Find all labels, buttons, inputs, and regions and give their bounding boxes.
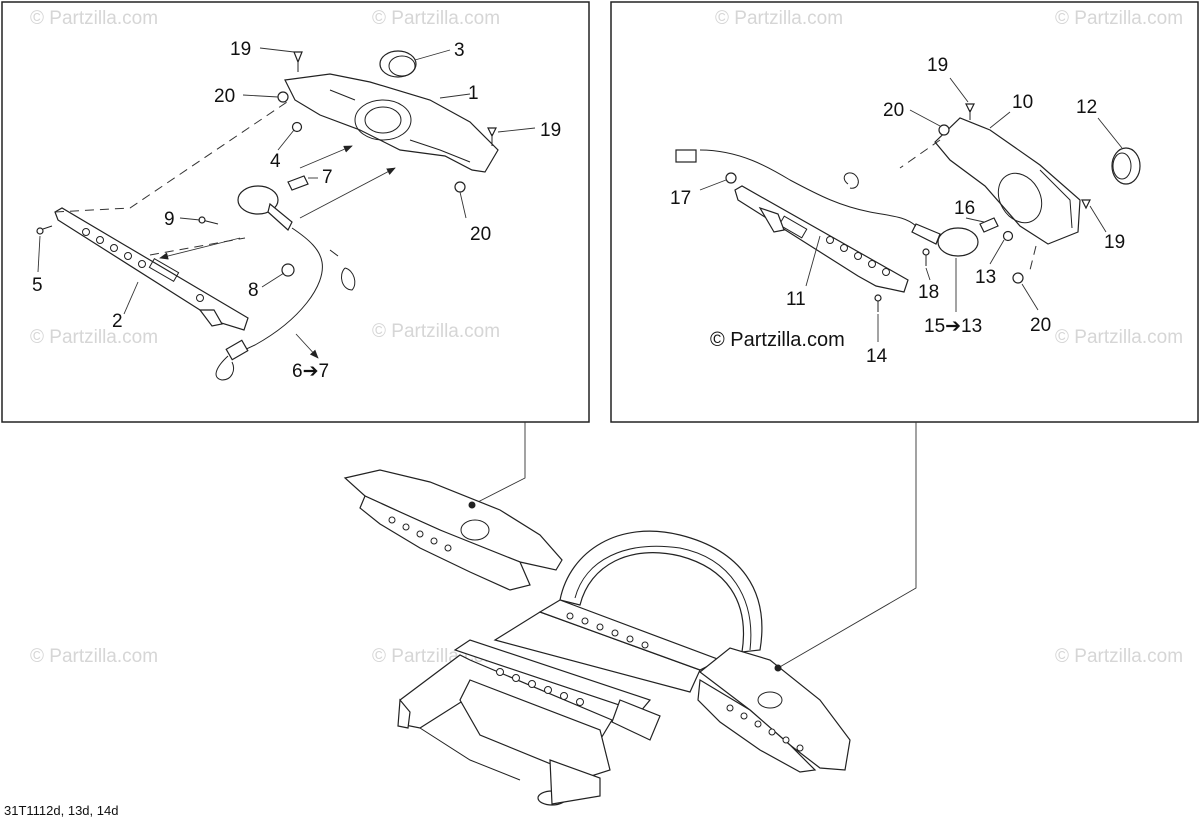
callout-7: 7 <box>322 167 333 188</box>
copyright-notice: © Partzilla.com <box>710 329 845 351</box>
callout-1: 1 <box>468 83 479 104</box>
assembly-arrow <box>295 333 319 359</box>
callout-9: 9 <box>164 209 175 230</box>
nut <box>1002 230 1014 242</box>
wire-harness <box>239 227 323 353</box>
callout-17: 17 <box>670 188 691 209</box>
watermark: © Partzilla.com <box>30 327 158 348</box>
assembly-arrow <box>299 145 353 169</box>
light-housing <box>934 117 1081 245</box>
watermark: © Partzilla.com <box>372 321 500 342</box>
callout-19: 19 <box>230 39 251 60</box>
callout-14: 14 <box>866 346 888 367</box>
nut <box>277 91 289 103</box>
left-leader-lines <box>37 47 536 315</box>
nut <box>938 124 950 136</box>
connector-plug <box>225 339 249 361</box>
callout-8: 8 <box>248 280 259 301</box>
light-housing <box>284 73 499 173</box>
callout-19: 19 <box>927 55 948 76</box>
callout-19: 19 <box>1104 232 1125 253</box>
nut <box>725 172 737 184</box>
callout-2: 2 <box>112 311 123 332</box>
watermark: © Partzilla.com <box>1055 327 1183 348</box>
callout-5: 5 <box>32 275 43 296</box>
watermark: © Partzilla.com <box>30 8 158 29</box>
watermarks: © Partzilla.com © Partzilla.com © Partzi… <box>30 8 1183 667</box>
watermark: © Partzilla.com <box>30 646 158 667</box>
left-detail-frame <box>1 1 590 423</box>
nut <box>1012 272 1024 284</box>
callout-3: 3 <box>454 40 465 61</box>
turn-signal-lens <box>937 227 979 257</box>
callout-6-to-7: 6➔7 <box>292 361 329 382</box>
connector-plug <box>675 149 697 163</box>
nut <box>291 121 303 133</box>
left-light-assembly <box>36 50 499 381</box>
callout-20: 20 <box>883 100 904 121</box>
callout-4: 4 <box>270 151 281 172</box>
callout-19: 19 <box>540 120 561 141</box>
callout-20: 20 <box>470 224 491 245</box>
screw <box>965 103 975 114</box>
lens-cap <box>1111 147 1141 185</box>
right-detail-frame <box>610 1 1199 423</box>
watermark: © Partzilla.com <box>1055 646 1183 667</box>
bulb <box>979 217 999 233</box>
lens-cap <box>379 50 417 78</box>
nut <box>281 263 295 277</box>
nut <box>454 181 466 193</box>
screw <box>1081 199 1091 210</box>
callout-10: 10 <box>1012 92 1033 113</box>
callout-16: 16 <box>954 198 975 219</box>
screw <box>293 51 303 64</box>
callout-11: 11 <box>786 289 806 310</box>
assembly-arrow <box>159 237 241 260</box>
rear-rack-frame <box>343 469 851 806</box>
turn-signal-lens <box>237 185 279 215</box>
left-connector-line <box>471 422 526 506</box>
callout-20: 20 <box>214 86 235 107</box>
mounting-bracket <box>734 185 909 293</box>
callout-20: 20 <box>1030 315 1051 336</box>
watermark: © Partzilla.com <box>1055 8 1183 29</box>
right-light-assembly <box>675 103 1141 312</box>
wire-harness <box>699 149 917 227</box>
bulb <box>287 175 309 191</box>
rack-loop <box>559 530 763 653</box>
assembly-arrow <box>299 167 396 219</box>
callout-18: 18 <box>918 282 939 303</box>
watermark: © Partzilla.com <box>372 8 500 29</box>
callout-12: 12 <box>1076 97 1097 118</box>
right-leader-lines <box>699 77 1123 342</box>
housing-opening <box>354 99 412 141</box>
screw <box>487 127 497 138</box>
callout-13: 13 <box>975 267 996 288</box>
watermark: © Partzilla.com <box>715 8 843 29</box>
right-callouts: 19 20 10 12 17 16 19 13 18 11 20 15➔13 1… <box>670 55 1125 367</box>
callout-15-to-13: 15➔13 <box>924 316 982 337</box>
right-connector-line <box>777 422 917 669</box>
diagram-code: 31T1112d, 13d, 14d <box>4 803 118 818</box>
left-callouts: 19 3 1 20 19 4 7 9 20 8 5 2 6➔7 <box>32 39 561 382</box>
